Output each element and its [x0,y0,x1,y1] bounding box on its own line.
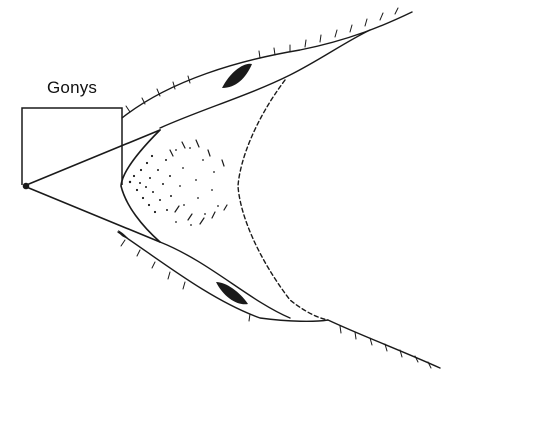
gonys-label: Gonys [47,78,97,98]
edge-hatching [121,8,431,368]
upper-gape-mark [118,230,128,238]
chin-stippling [129,147,219,226]
lower-nostril-mark [216,282,248,304]
head-outline [118,12,440,368]
bill-outline [24,130,161,242]
throat-feather-marks [170,140,227,224]
gonys-bracket [22,108,122,185]
